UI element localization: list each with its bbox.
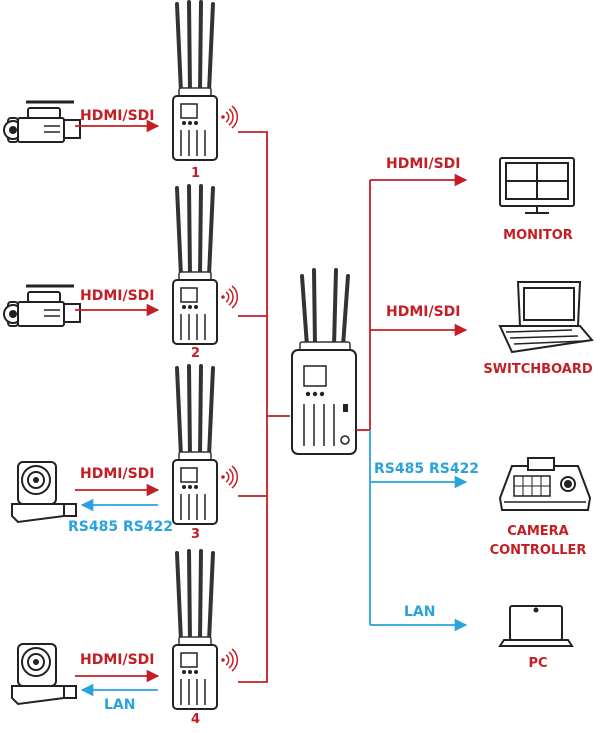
transmitter-number-2: 2 [191,346,201,361]
output-name-controller-line1: CAMERA [507,524,569,539]
ptz-camera-icon [11,643,77,705]
wireless-icon [220,105,239,129]
link-label-video-3: HDMI/SDI [80,466,155,482]
receiver-icon [291,268,357,455]
ptz-camera-icon [11,461,77,523]
monitor-icon [499,157,575,214]
pc-icon [498,605,574,647]
switchboard-icon [498,281,594,354]
link-label-video-4: HDMI/SDI [80,652,155,668]
transmitter-3 [171,364,219,526]
camcorder-icon [2,100,82,144]
camcorder-icon [2,284,82,328]
wireless-icon [220,648,239,672]
output-link-label-pc: LAN [404,604,436,620]
transmitter-1 [171,0,219,162]
link-label-video-2: HDMI/SDI [80,288,155,304]
output-name-monitor: MONITOR [503,228,573,243]
output-name-pc: PC [528,656,548,671]
wireless-link-bracket [238,131,290,683]
output-link-label-controller: RS485 RS422 [374,461,480,477]
camera-controller-icon [498,457,592,511]
wireless-icon [220,465,239,489]
transmitter-4 [171,549,219,711]
link-label-control-4: LAN [104,697,136,713]
output-link-label-switchboard: HDMI/SDI [386,304,461,320]
transmitter-number-4: 4 [191,712,201,727]
output-name-switchboard: SWITCHBOARD [483,362,593,377]
output-link-label-monitor: HDMI/SDI [386,156,461,172]
output-name-controller-line2: CONTROLLER [489,543,587,558]
wireless-icon [220,285,239,309]
transmitter-2 [171,184,219,346]
link-label-video-1: HDMI/SDI [80,108,155,124]
transmitter-number-1: 1 [191,166,201,181]
transmitter-number-3: 3 [191,527,201,542]
link-label-control-3: RS485 RS422 [68,519,174,535]
